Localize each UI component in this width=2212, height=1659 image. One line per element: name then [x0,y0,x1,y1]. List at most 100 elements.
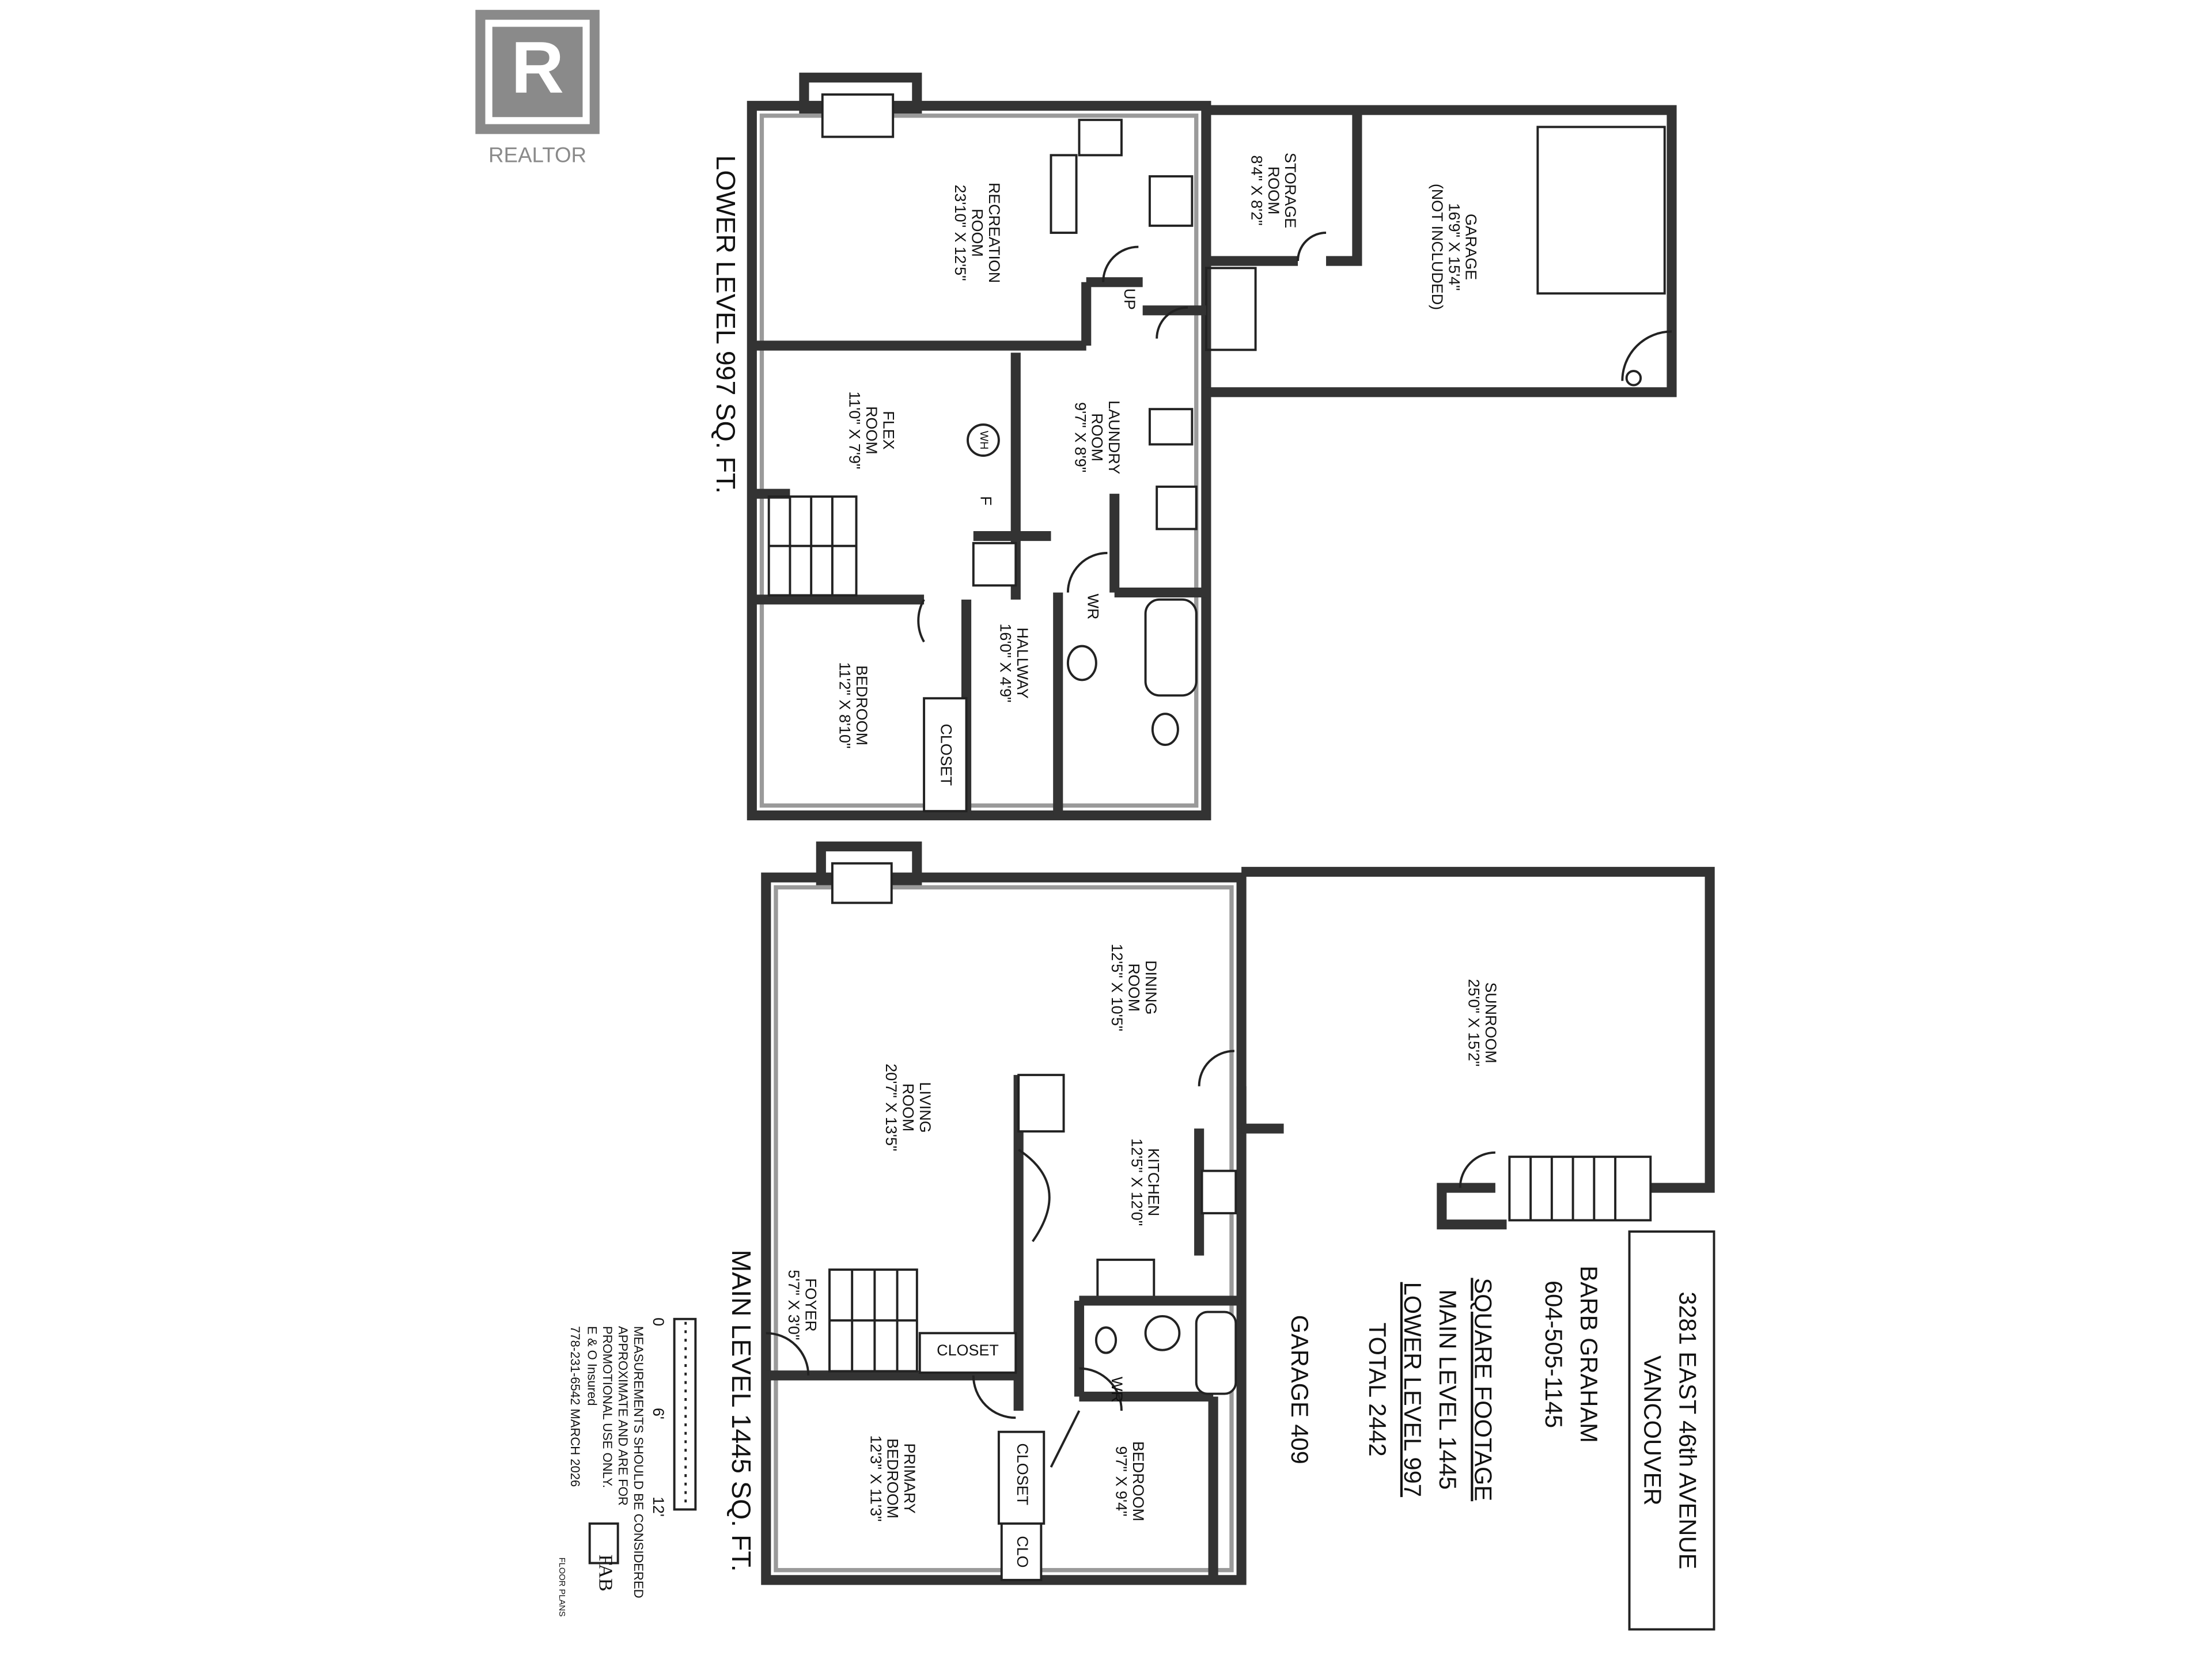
svg-text:(NOT INCLUDED): (NOT INCLUDED) [1429,184,1446,310]
main-level-title: MAIN LEVEL 1445 SQ. FT. [726,1249,756,1571]
sqft-garage: GARAGE 409 [1286,1315,1313,1464]
svg-text:20'7" X 13'5": 20'7" X 13'5" [882,1063,900,1151]
room-lower-bedroom: BEDROOM 11'2" X 8'10" [836,662,870,748]
up-label: UP [1121,288,1138,309]
svg-text:PROMOTIONAL USE ONLY.: PROMOTIONAL USE ONLY. [600,1326,615,1488]
svg-text:LIVING: LIVING [916,1082,934,1132]
svg-text:RECREATION: RECREATION [986,183,1003,283]
svg-text:9'7" X 8'9": 9'7" X 8'9" [1071,402,1089,472]
svg-text:12'3" X 11'3": 12'3" X 11'3" [867,1435,884,1521]
stairs-icon [1508,1156,1652,1222]
sink-icon [1200,1169,1237,1215]
clo-label: CLO [1014,1536,1031,1567]
lower-level-title: LOWER LEVEL 997 SQ. FT. [711,155,741,494]
stairs-icon [828,1268,918,1373]
basin-icon [1144,1315,1181,1351]
water-heater-label: WH [978,431,990,450]
toilet-icon [1151,713,1179,747]
svg-text:BEDROOM: BEDROOM [1130,1441,1147,1521]
main-level-plan: WR CLOSET CLOSET CLO DINING ROOM 12'5" X… [726,841,1715,1585]
svg-text:16'9" X 15'4": 16'9" X 15'4" [1445,203,1463,290]
svg-text:R: R [511,26,564,108]
svg-text:778-231-6542 MARCH 2026: 778-231-6542 MARCH 2026 [568,1326,582,1487]
lower-wr-label: WR [1084,594,1101,620]
svg-text:GARAGE: GARAGE [1463,214,1480,280]
stove-icon [1148,175,1194,227]
svg-text:E & O Insured: E & O Insured [585,1326,599,1406]
svg-text:16'0" X 4'9": 16'0" X 4'9" [997,623,1014,702]
svg-text:12': 12' [650,1497,667,1517]
svg-text:ROOM: ROOM [1089,413,1106,461]
svg-text:23'10" X 12'5": 23'10" X 12'5" [952,185,969,281]
toilet-icon [1094,1326,1118,1354]
svg-text:ROOM: ROOM [863,406,880,454]
svg-text:12'5" X 10'5": 12'5" X 10'5" [1108,944,1126,1031]
address-line-1: 3281 EAST 46th AVENUE [1675,1291,1702,1569]
room-recreation: RECREATION ROOM 23'10" X 12'5" [952,183,1003,283]
property-info: 3281 EAST 46th AVENUE VANCOUVER BARB GRA… [1286,1230,1715,1631]
svg-text:BEDROOM: BEDROOM [853,665,870,745]
svg-text:8'4" X 8'2": 8'4" X 8'2" [1248,156,1265,226]
svg-text:KITCHEN: KITCHEN [1145,1148,1162,1216]
room-hallway: HALLWAY 16'0" X 4'9" [997,623,1031,702]
realtor-logo: R REALTOR [475,10,600,167]
primary-closet-label: CLOSET [1014,1443,1031,1505]
sqft-heading: SQUARE FOOTAGE [1469,1278,1497,1501]
svg-text:BEDROOM: BEDROOM [884,1438,902,1518]
svg-text:ROOM: ROOM [1265,166,1282,215]
room-bedroom: BEDROOM 9'7" X 9'4" [1112,1441,1146,1521]
basin-icon [1066,645,1097,681]
stairs-icon [767,495,858,597]
svg-text:12'5" X 12'0": 12'5" X 12'0" [1128,1138,1145,1226]
room-dining: DINING ROOM 12'5" X 10'5" [1108,944,1160,1031]
svg-text:FAB: FAB [594,1555,616,1592]
main-wr-label: WR [1108,1377,1126,1403]
room-laundry: LAUNDRY ROOM 9'7" X 8'9" [1071,400,1123,474]
stove-icon [1096,1258,1156,1301]
svg-text:FOYER: FOYER [802,1278,820,1332]
agent-name: BARB GRAHAM [1575,1266,1603,1443]
bathtub-icon [1195,1310,1237,1395]
door-icon [1621,330,1672,381]
scale-bar: 0 6' 12' [650,1317,697,1517]
svg-text:11'0" X 7'9": 11'0" X 7'9" [846,391,863,469]
laundry-sink-icon [1156,485,1198,531]
room-garage: GARAGE 16'9" X 15'4" (NOT INCLUDED) [1429,184,1480,310]
svg-text:REALTOR: REALTOR [488,143,586,167]
lower-closet-label: CLOSET [938,724,955,786]
svg-text:0: 0 [650,1317,667,1326]
fab-floor-plans-logo: FAB FLOOR PLANS [557,1522,619,1617]
room-kitchen: KITCHEN 12'5" X 12'0" [1128,1138,1162,1226]
fireplace-icon [821,93,895,138]
bathtub-icon [1144,598,1198,697]
svg-text:ROOM: ROOM [969,209,986,257]
svg-text:11'2" X 8'10": 11'2" X 8'10" [836,662,853,748]
svg-text:6': 6' [650,1408,667,1419]
svg-text:MEASUREMENTS SHOULD BE CONSIDE: MEASUREMENTS SHOULD BE CONSIDERED [631,1326,646,1599]
room-flex: FLEX ROOM 11'0" X 7'9" [846,391,897,469]
fireplace-icon [831,862,893,904]
room-living: LIVING ROOM 20'7" X 13'5" [882,1063,934,1151]
lower-level-plan: F WH UP WR CLOSET RECREATION ROOM 23'10"… [711,73,1677,821]
svg-text:9'7" X 9'4": 9'7" X 9'4" [1112,1446,1130,1516]
address-box [1628,1230,1715,1631]
washer-icon [1148,408,1194,446]
svg-text:APPROXIMATE AND ARE FOR: APPROXIMATE AND ARE FOR [616,1326,630,1506]
svg-text:5'7" X 3'0": 5'7" X 3'0" [785,1270,802,1340]
room-sunroom: SUNROOM 25'0" X 15'2" [1465,979,1499,1066]
svg-text:DINING: DINING [1142,960,1160,1014]
fixture-f-label: F [977,496,994,505]
svg-text:FLOOR PLANS: FLOOR PLANS [557,1558,566,1617]
agent-phone: 604-505-1145 [1540,1281,1567,1428]
svg-text:ROOM: ROOM [900,1084,917,1132]
room-foyer: FOYER 5'7" X 3'0" [785,1270,819,1340]
room-storage: STORAGE ROOM 8'4" X 8'2" [1248,153,1299,228]
disclaimer: MEASUREMENTS SHOULD BE CONSIDERED APPROX… [568,1326,646,1599]
sqft-total: TOTAL 2442 [1364,1323,1391,1457]
svg-text:ROOM: ROOM [1125,963,1142,1012]
svg-text:FLEX: FLEX [880,411,897,449]
svg-text:LAUNDRY: LAUNDRY [1105,400,1123,474]
address-line-2: VANCOUVER [1639,1355,1666,1506]
sink-icon [1078,119,1123,157]
